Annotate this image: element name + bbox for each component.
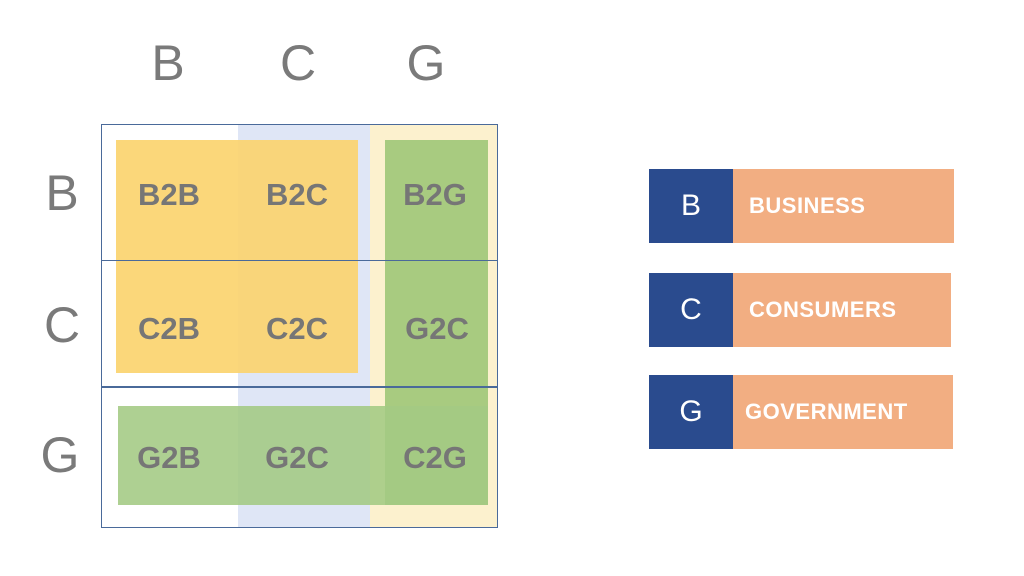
legend-label: GOVERNMENT [733, 375, 953, 449]
cell-c2c: C2C [265, 311, 328, 346]
legend-key: C [649, 273, 733, 347]
business-consumer-block [116, 140, 358, 373]
legend-label: BUSINESS [733, 169, 954, 243]
government-horizontal-block [118, 406, 488, 505]
cell-g2c-row-g: G2C [265, 440, 329, 475]
legend-item-government: G GOVERNMENT [649, 375, 953, 449]
cell-b2c: B2C [265, 177, 328, 212]
row-header-b: B [45, 165, 79, 221]
cell-c2g: C2G [403, 440, 467, 475]
row-outline-g [101, 387, 498, 528]
legend-item-consumers: C CONSUMERS [649, 273, 951, 347]
row-header-c: C [43, 297, 81, 353]
row-header-g: G [40, 427, 80, 483]
legend-item-business: B BUSINESS [649, 169, 954, 243]
cell-g2c: G2C [405, 311, 469, 346]
cell-g2b: G2B [137, 440, 201, 475]
legend-key: G [649, 375, 733, 449]
row-outline-c [101, 260, 498, 387]
cell-b2g: B2G [403, 177, 467, 212]
legend-label: CONSUMERS [733, 273, 951, 347]
column-header-g: G [406, 35, 446, 91]
legend-key: B [649, 169, 733, 243]
column-header-b: B [151, 35, 185, 91]
cell-b2b: B2B [137, 177, 200, 212]
cell-c2b: C2B [137, 311, 200, 346]
column-header-c: C [279, 35, 317, 91]
